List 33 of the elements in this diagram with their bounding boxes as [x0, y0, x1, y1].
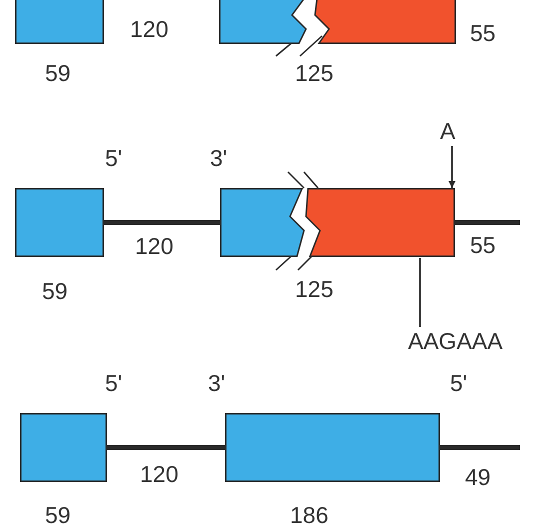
exon-box	[15, 188, 104, 257]
length-label: 55	[470, 22, 496, 45]
length-label: 59	[42, 280, 68, 303]
length-label: 120	[130, 18, 168, 41]
exon-box	[225, 413, 440, 482]
length-label: 125	[295, 278, 334, 301]
length-label: 59	[45, 62, 71, 85]
intron-line	[455, 220, 520, 225]
exon-box	[20, 413, 107, 482]
length-label: 3'	[210, 147, 228, 170]
leader-line	[419, 258, 421, 327]
length-label: 125	[295, 62, 334, 85]
exon-box	[302, 188, 455, 257]
intron-line	[107, 445, 225, 450]
length-label: 120	[135, 235, 174, 258]
length-label: 120	[140, 463, 178, 486]
exon-box	[219, 0, 307, 44]
exon-box	[220, 188, 305, 257]
length-label: 186	[290, 504, 328, 527]
length-label: 59	[45, 504, 71, 527]
site-label: A	[440, 120, 456, 143]
length-label: 5'	[450, 372, 468, 395]
length-label: 49	[465, 466, 491, 489]
intron-line	[440, 445, 520, 450]
arrow	[448, 146, 456, 188]
length-label: 5'	[105, 372, 122, 395]
length-label: 3'	[208, 372, 226, 395]
exon-box	[15, 0, 104, 44]
length-label: 55	[470, 234, 496, 257]
length-label: 5'	[105, 147, 122, 170]
exon-box	[311, 0, 456, 44]
intron-line	[104, 220, 220, 225]
sequence-label: AAGAAA	[408, 330, 503, 353]
